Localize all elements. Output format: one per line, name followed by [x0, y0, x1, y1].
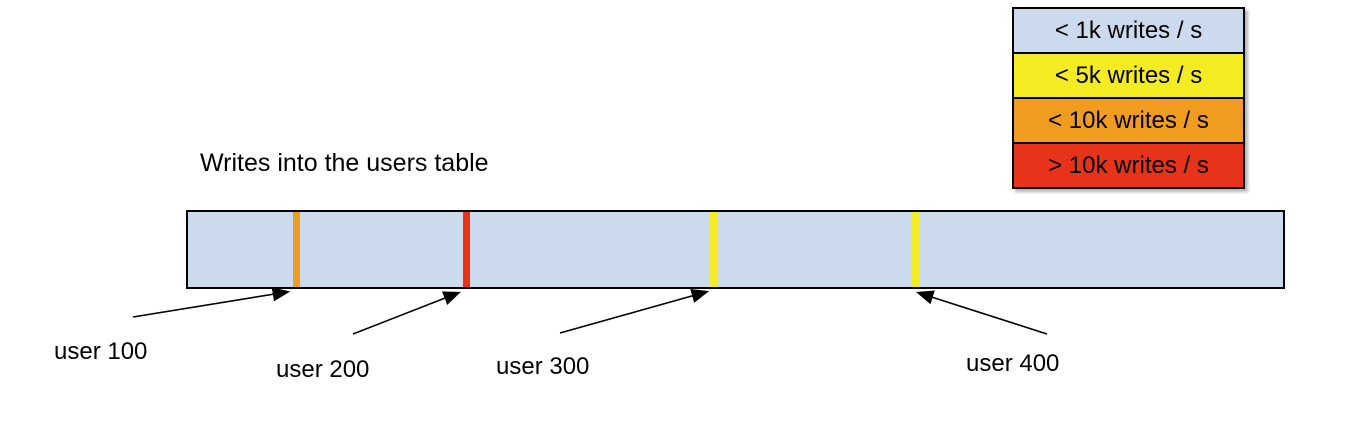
legend-item-label: < 5k writes / s: [1054, 61, 1203, 89]
arrow-user-300: [559, 288, 710, 334]
legend-item-label: < 10k writes / s: [1048, 106, 1209, 134]
stripe-user-200: [463, 212, 470, 287]
legend-item-label: > 10k writes / s: [1048, 151, 1209, 179]
arrow-user-200: [352, 291, 461, 335]
legend: < 1k writes / s < 5k writes / s < 10k wr…: [1012, 7, 1245, 189]
legend-item-label: < 1k writes / s: [1054, 16, 1203, 44]
legend-item-lt-10k: < 10k writes / s: [1012, 97, 1245, 144]
diagram-title: Writes into the users table: [200, 149, 489, 177]
stripe-user-400: [912, 212, 919, 287]
label-user-200: user 200: [276, 356, 370, 383]
stripe-user-100: [293, 212, 300, 287]
label-user-100: user 100: [54, 338, 148, 365]
label-user-400: user 400: [966, 350, 1060, 377]
legend-item-lt-1k: < 1k writes / s: [1012, 7, 1245, 54]
arrow-user-100: [132, 287, 291, 318]
legend-item-lt-5k: < 5k writes / s: [1012, 52, 1245, 99]
users-table-bar: [186, 210, 1285, 289]
arrow-user-400: [915, 290, 1048, 335]
stripe-user-300: [710, 212, 718, 287]
label-user-300: user 300: [496, 353, 590, 380]
legend-item-gt-10k: > 10k writes / s: [1012, 142, 1245, 189]
